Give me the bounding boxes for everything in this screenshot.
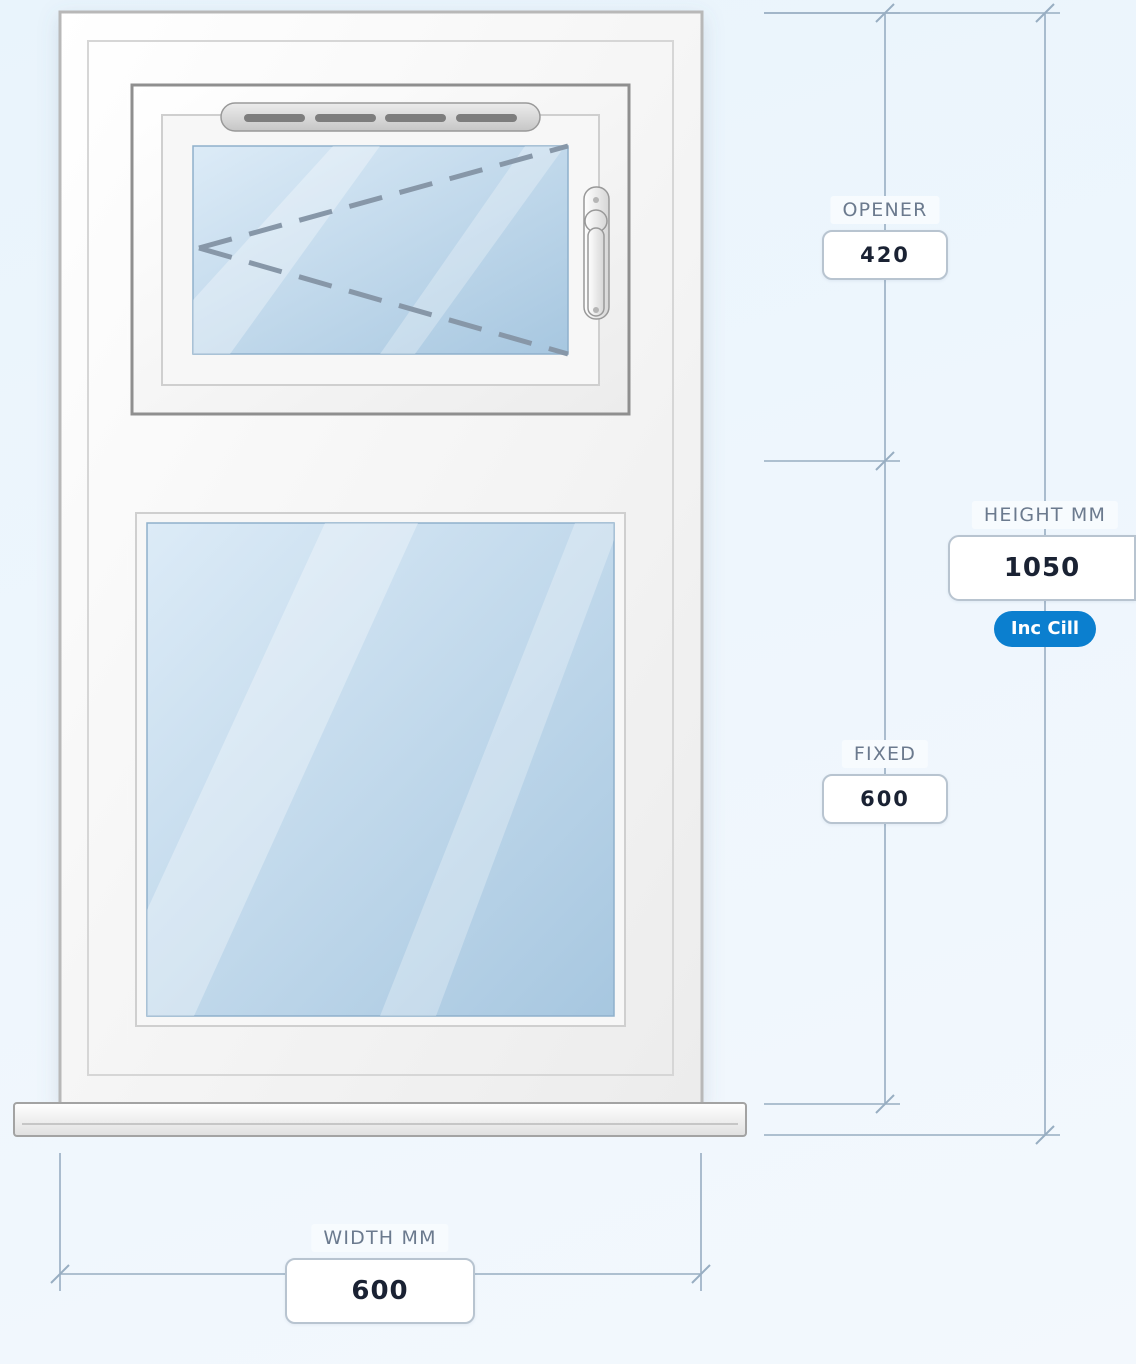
opener-glass-reflection: [193, 146, 565, 354]
fixed-glass-reflection: [147, 523, 614, 1016]
fixed-pane[interactable]: [135, 512, 626, 1027]
opener-height-input[interactable]: [822, 230, 948, 280]
fixed-glass: [146, 522, 615, 1017]
trickle-vent-icon: [220, 102, 541, 132]
fixed-height-input[interactable]: [822, 774, 948, 824]
opener-label: OPENER: [830, 196, 940, 224]
opener-glass: [192, 145, 569, 355]
opener-sash[interactable]: [130, 83, 631, 416]
height-label: HEIGHT MM: [971, 501, 1119, 529]
height-input[interactable]: [948, 535, 1136, 601]
frame-inner-border: [87, 40, 674, 1076]
fixed-label: FIXED: [841, 740, 929, 768]
section-dimension-line: [764, 3, 900, 1114]
opening-indicator-icon: [198, 143, 569, 357]
width-input[interactable]: [285, 1258, 475, 1324]
window-handle-icon[interactable]: [583, 186, 610, 320]
inc-cill-badge[interactable]: Inc Cill: [994, 611, 1096, 647]
width-label: WIDTH MM: [311, 1224, 449, 1252]
window-sill[interactable]: [13, 1102, 747, 1137]
